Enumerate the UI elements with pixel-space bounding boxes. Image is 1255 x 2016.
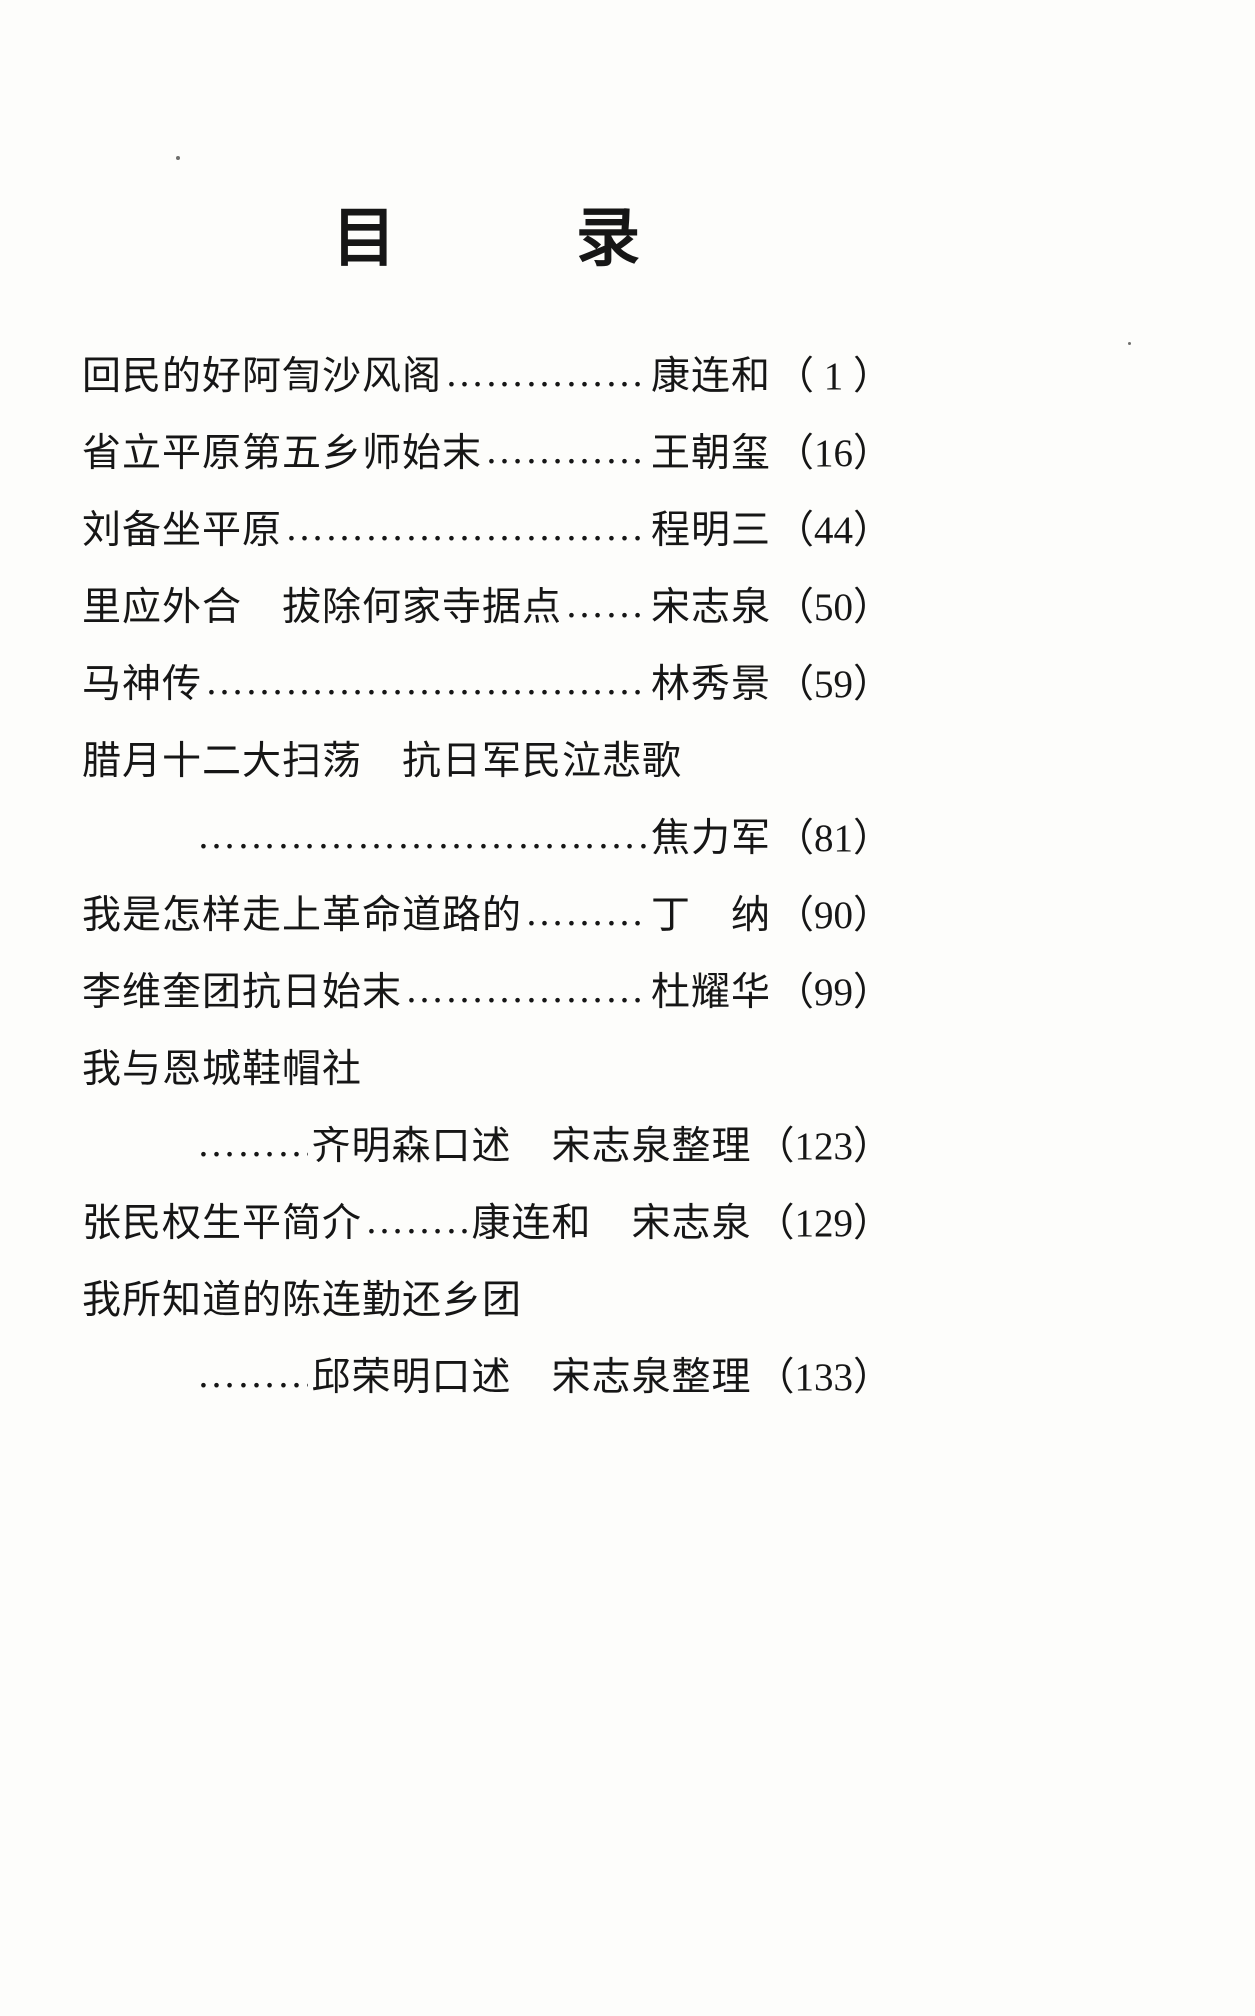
- toc-row-13: 我所知道的陈连勤还乡团: [82, 1262, 892, 1339]
- entry-page: （16）: [774, 432, 892, 475]
- entry-page: （90）: [774, 894, 892, 937]
- entry-author: 程明三: [650, 509, 771, 552]
- toc-row-3: 刘备坐平原 ……………………………………………………………………………………………: [82, 492, 892, 569]
- dot-leader: ………………………………………………………………………………………………: [205, 659, 648, 703]
- toc-row-2: 省立平原第五乡师始末 ………………………………………………………………………………: [82, 415, 892, 492]
- entry-author: 杜耀华: [650, 971, 771, 1014]
- entry-author: 丁 纳: [650, 894, 771, 937]
- entry-author: 王朝玺: [650, 432, 771, 475]
- entry-title: 省立平原第五乡师始末: [82, 432, 483, 475]
- entry-page: （129）: [755, 1202, 892, 1245]
- entry-title: 回民的好阿訇沙风阁: [82, 355, 443, 398]
- dot-leader: ………………………………………………………………………………………………: [525, 890, 648, 934]
- entry-author: 焦力军: [650, 817, 771, 860]
- toc-row-1: 回民的好阿訇沙风阁 …………………………………………………………………………………: [82, 338, 892, 415]
- toc-content: 目 录 回民的好阿訇沙风阁 ………………………………………………………………………: [82, 196, 892, 1416]
- entry-title: 张民权生平简介: [82, 1202, 363, 1245]
- entry-title: 腊月十二大扫荡 抗日军民泣悲歌: [82, 740, 683, 783]
- entry-page: （81）: [774, 817, 892, 860]
- entry-title: 我所知道的陈连勤还乡团: [82, 1279, 523, 1322]
- entry-title: 刘备坐平原: [82, 509, 283, 552]
- entry-page: （ 1 ）: [774, 355, 892, 398]
- entry-title: 我是怎样走上革命道路的: [82, 894, 523, 937]
- toc-row-12: 张民权生平简介 ………………………………………………………………………………………: [82, 1185, 892, 1262]
- entry-title: 里应外合 拔除何家寺据点: [82, 586, 563, 629]
- entry-author: 邱荣明口述 宋志泉整理: [311, 1356, 752, 1399]
- dot-leader: ………………………………………………………………………………………………: [365, 1198, 468, 1242]
- entry-page: （99）: [774, 971, 892, 1014]
- scan-speck: [176, 156, 180, 160]
- entry-author: 康连和: [650, 355, 771, 398]
- toc-row-4: 里应外合 拔除何家寺据点 …………………………………………………………………………: [82, 569, 892, 646]
- entry-author: 林秀景: [650, 663, 771, 706]
- entry-author: 康连和 宋志泉: [471, 1202, 752, 1245]
- entry-page: （44）: [774, 509, 892, 552]
- toc-row-7: ……………………………………………………………………………………………… 焦力军…: [82, 800, 892, 877]
- dot-leader: ………………………………………………………………………………………………: [197, 813, 648, 857]
- title-char-right: 录: [576, 203, 642, 274]
- entry-title: 我与恩城鞋帽社: [82, 1048, 363, 1091]
- scan-speck: [1128, 342, 1131, 345]
- dot-leader: ………………………………………………………………………………………………: [405, 967, 648, 1011]
- entry-title: 马神传: [82, 663, 203, 706]
- dot-leader: ………………………………………………………………………………………………: [197, 1352, 308, 1396]
- entry-author: 宋志泉: [650, 586, 771, 629]
- dot-leader: ………………………………………………………………………………………………: [485, 428, 648, 472]
- toc-row-6: 腊月十二大扫荡 抗日军民泣悲歌: [82, 723, 892, 800]
- dot-leader: ………………………………………………………………………………………………: [565, 582, 648, 626]
- toc-row-10: 我与恩城鞋帽社: [82, 1031, 892, 1108]
- title-char-left: 目: [332, 203, 398, 274]
- toc-row-11: ……………………………………………………………………………………………… 齐明森…: [82, 1108, 892, 1185]
- toc-row-5: 马神传 …………………………………………………………………………………………………: [82, 646, 892, 723]
- entry-page: （50）: [774, 586, 892, 629]
- entry-page: （133）: [755, 1356, 892, 1399]
- entry-page: （59）: [774, 663, 892, 706]
- entry-page: （123）: [755, 1125, 892, 1168]
- entry-title: 李维奎团抗日始末: [82, 971, 403, 1014]
- page-title: 目 录: [82, 196, 892, 282]
- toc-list: 回民的好阿訇沙风阁 …………………………………………………………………………………: [82, 338, 892, 1416]
- dot-leader: ………………………………………………………………………………………………: [197, 1121, 308, 1165]
- toc-row-14: ……………………………………………………………………………………………… 邱荣明…: [82, 1339, 892, 1416]
- dot-leader: ………………………………………………………………………………………………: [285, 505, 648, 549]
- toc-row-9: 李维奎团抗日始末 ……………………………………………………………………………………: [82, 954, 892, 1031]
- toc-row-8: 我是怎样走上革命道路的 ……………………………………………………………………………: [82, 877, 892, 954]
- dot-leader: ………………………………………………………………………………………………: [445, 351, 648, 395]
- entry-author: 齐明森口述 宋志泉整理: [311, 1125, 752, 1168]
